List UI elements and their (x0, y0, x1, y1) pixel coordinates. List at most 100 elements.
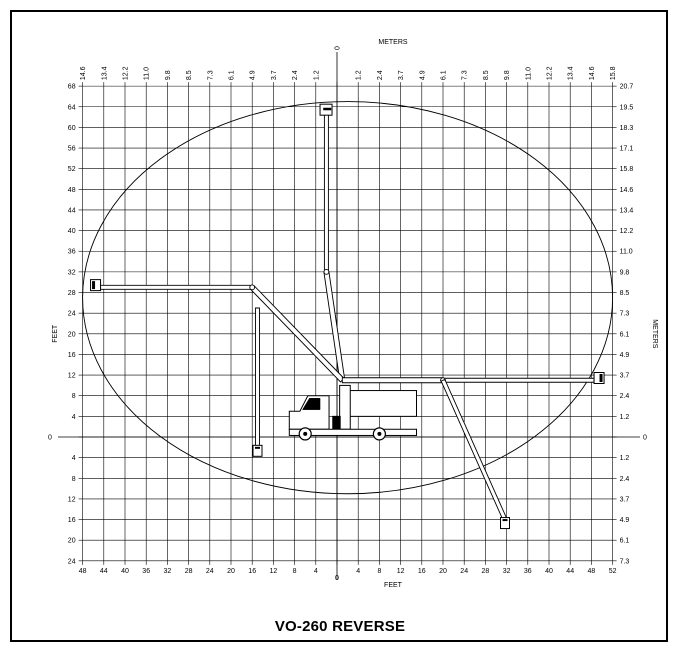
y-zero-label-left: 0 (48, 435, 52, 442)
working-envelope-layer (82, 101, 614, 495)
x-meters-tick-label: 1.2 (356, 70, 363, 80)
x-feet-tick-label: 4 (356, 568, 360, 575)
y-meters-tick-label: 7.3 (620, 311, 630, 318)
x-feet-tick-label: 8 (377, 568, 381, 575)
y-meters-tick-label: 12.2 (620, 228, 634, 235)
y-meters-tick-label: 4.9 (620, 352, 630, 359)
truck-window (302, 398, 321, 410)
x-feet-tick-label: 48 (588, 568, 596, 575)
x-meters-tick-label: 3.7 (398, 70, 405, 80)
x-meters-tick-label: 4.9 (419, 70, 426, 80)
bucket-right (593, 372, 605, 384)
x-feet-tick-label: 12 (270, 568, 278, 575)
x-feet-tick-label: 32 (503, 568, 511, 575)
x-zero-label-bottom: 0 (335, 575, 339, 582)
boom-right-upper (442, 377, 595, 383)
diagram-frame (10, 10, 668, 642)
x-feet-tick-label: 36 (142, 568, 150, 575)
x-feet-tick-label: 20 (439, 568, 447, 575)
y-meters-tick-label: 11.0 (620, 249, 633, 256)
x-meters-tick-label: 12.2 (123, 66, 130, 80)
truck-rear-hub (377, 431, 382, 436)
x-meters-tick-label: 6.1 (229, 70, 236, 80)
bucket-left-down-rim (255, 446, 260, 449)
y-meters-tick-label: 2.4 (620, 393, 630, 400)
x-feet-tick-label: 44 (100, 568, 108, 575)
x-feet-tick-label: 44 (566, 568, 574, 575)
x-meters-tick-label: 3.7 (271, 70, 278, 80)
bucket-left (90, 279, 102, 292)
y-feet-tick-label: 4 (72, 455, 76, 462)
bucket-left-rim (92, 281, 96, 290)
y-feet-tick-label: 32 (68, 269, 76, 276)
x-meters-tick-label: 11.0 (144, 67, 151, 80)
x-meters-tick-label: 7.3 (207, 70, 214, 80)
y-meters-tick-label: 17.1 (620, 146, 634, 153)
truck-icon (288, 384, 418, 441)
y-feet-tick-label: 20 (68, 538, 76, 545)
truck-pedestal (339, 384, 351, 430)
y-feet-tick-label: 12 (68, 496, 76, 503)
x-feet-tick-label: 4 (314, 568, 318, 575)
y-zero-label-right: 0 (643, 435, 647, 442)
x-meters-tick-label: 11.0 (525, 67, 532, 80)
x-meters-tick-label: 6.1 (441, 70, 448, 80)
y-feet-tick-label: 52 (68, 166, 76, 173)
y-meters-tick-label: 8.5 (620, 290, 630, 297)
y-meters-axis-label: METERS (651, 319, 658, 349)
x-feet-tick-label: 16 (418, 568, 426, 575)
boom-right-down (440, 378, 508, 521)
x-feet-axis-label: FEET (384, 582, 403, 589)
boom-right-lower (341, 377, 444, 384)
y-meters-tick-label: 6.1 (620, 331, 630, 338)
y-meters-tick-label: 2.4 (620, 476, 630, 483)
y-meters-tick-label: 1.2 (620, 414, 630, 421)
y-meters-tick-label: 4.9 (620, 517, 630, 524)
y-meters-tick-label: 18.3 (620, 125, 634, 132)
y-meters-tick-label: 20.7 (620, 84, 634, 91)
x-meters-axis-label: METERS (378, 39, 408, 46)
y-feet-tick-label: 64 (68, 104, 76, 111)
x-meters-tick-label: 13.4 (568, 66, 575, 80)
x-meters-tick-label: 15.8 (610, 66, 617, 80)
y-meters-tick-label: 15.8 (620, 166, 634, 173)
x-feet-tick-label: 40 (545, 568, 553, 575)
y-feet-tick-label: 24 (68, 558, 76, 565)
x-feet-tick-label: 52 (609, 568, 617, 575)
truck-front-hub (303, 431, 308, 436)
bucket-right-down-rim (502, 519, 508, 522)
y-feet-tick-label: 68 (68, 84, 76, 91)
y-feet-tick-label: 16 (68, 352, 76, 359)
truck-chassis (288, 428, 417, 436)
truck-body (347, 390, 418, 417)
boom-left-elbow-joint (249, 284, 256, 291)
y-meters-tick-label: 19.5 (620, 104, 634, 111)
y-meters-tick-label: 7.3 (620, 558, 630, 565)
y-feet-tick-label: 56 (68, 146, 76, 153)
x-meters-tick-label: 1.2 (313, 70, 320, 80)
x-meters-tick-label: 9.8 (165, 70, 172, 80)
boom-vertical-upper (323, 111, 329, 273)
boom-left-upper (95, 284, 253, 290)
bucket-right-down (500, 517, 511, 530)
x-meters-tick-label: 7.3 (462, 70, 469, 80)
diagram-title: VO-260 REVERSE (274, 618, 406, 635)
boom-left-down (255, 307, 260, 448)
y-feet-tick-label: 28 (68, 290, 76, 297)
x-feet-tick-label: 12 (397, 568, 405, 575)
x-meters-tick-label: 14.6 (589, 66, 596, 80)
x-feet-tick-label: 16 (248, 568, 256, 575)
x-meters-tick-label: 12.2 (547, 66, 554, 80)
y-feet-tick-label: 4 (72, 414, 76, 421)
boom-positions (90, 103, 605, 530)
bucket-vertical-rim (323, 107, 332, 111)
y-meters-tick-label: 3.7 (620, 496, 630, 503)
y-meters-tick-label: 3.7 (620, 373, 630, 380)
y-feet-tick-label: 44 (68, 207, 76, 214)
y-feet-axis-label: FEET (52, 324, 59, 343)
x-meters-tick-label: 2.4 (292, 70, 299, 80)
y-meters-tick-label: 14.6 (620, 187, 634, 194)
x-meters-tick-label: 8.5 (483, 70, 490, 80)
